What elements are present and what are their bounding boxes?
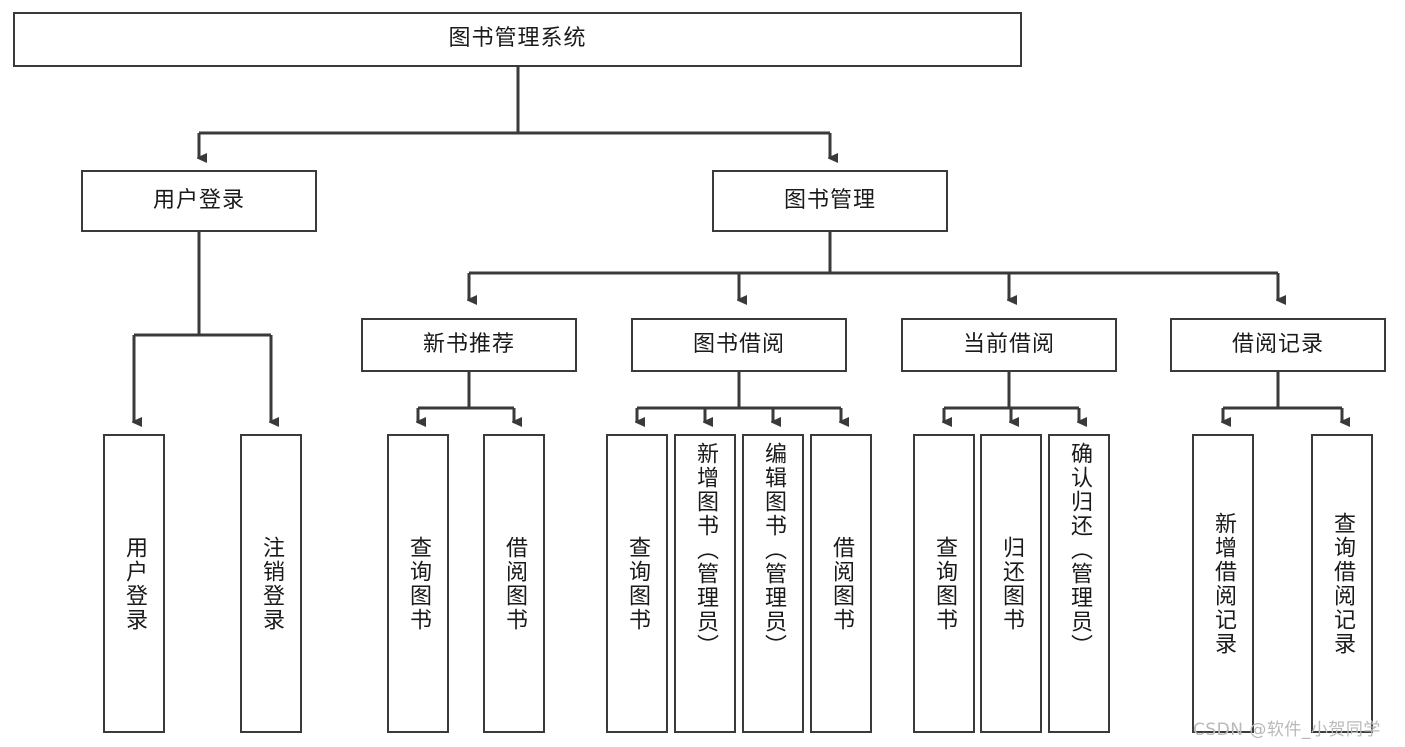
node-current-borrowing-label: 当前借阅 <box>962 331 1055 357</box>
leaf-user-logout-label: 注销登录 <box>259 535 284 632</box>
leaf-query-book-3-label: 查询图书 <box>932 535 957 632</box>
csdn-watermark: CSDN @软件_小贺同学 <box>1193 720 1381 740</box>
node-book-borrowing-label: 图书借阅 <box>692 331 785 357</box>
leaf-borrow-book-1[interactable]: 借阅图书 <box>483 434 545 733</box>
node-user-login[interactable]: 用户登录 <box>81 170 317 232</box>
node-user-login-label: 用户登录 <box>152 187 245 213</box>
leaf-borrow-book-1-label: 借阅图书 <box>502 535 527 632</box>
leaf-query-borrow-record-label: 查询借阅记录 <box>1330 511 1355 656</box>
leaf-edit-book[interactable]: 编辑图书（管理员） <box>742 434 804 733</box>
node-borrow-records[interactable]: 借阅记录 <box>1170 318 1386 372</box>
leaf-add-book-label: 新增图书（管理员） <box>693 442 718 658</box>
leaf-confirm-return[interactable]: 确认归还（管理员） <box>1048 434 1110 733</box>
leaf-confirm-return-label: 确认归还（管理员） <box>1067 442 1092 658</box>
leaf-user-login-label: 用户登录 <box>122 535 147 632</box>
node-book-management[interactable]: 图书管理 <box>712 170 948 232</box>
node-borrow-records-label: 借阅记录 <box>1231 331 1324 357</box>
leaf-borrow-book-2-label: 借阅图书 <box>829 535 854 632</box>
node-current-borrowing[interactable]: 当前借阅 <box>901 318 1117 372</box>
node-root[interactable]: 图书管理系统 <box>13 12 1022 67</box>
leaf-add-book[interactable]: 新增图书（管理员） <box>674 434 736 733</box>
leaf-query-book-1[interactable]: 查询图书 <box>387 434 449 733</box>
leaf-return-book-label: 归还图书 <box>999 535 1024 632</box>
node-root-label: 图书管理系统 <box>448 26 587 52</box>
leaf-add-borrow-record-label: 新增借阅记录 <box>1211 511 1236 656</box>
leaf-edit-book-label: 编辑图书（管理员） <box>761 442 786 658</box>
leaf-query-book-3[interactable]: 查询图书 <box>913 434 975 733</box>
leaf-query-borrow-record[interactable]: 查询借阅记录 <box>1311 434 1373 733</box>
leaf-borrow-book-2[interactable]: 借阅图书 <box>810 434 872 733</box>
node-new-book-recommendation-label: 新书推荐 <box>422 331 515 357</box>
node-new-book-recommendation[interactable]: 新书推荐 <box>361 318 577 372</box>
leaf-query-book-1-label: 查询图书 <box>406 535 431 632</box>
leaf-query-book-2-label: 查询图书 <box>625 535 650 632</box>
leaf-user-login[interactable]: 用户登录 <box>103 434 165 733</box>
leaf-return-book[interactable]: 归还图书 <box>980 434 1042 733</box>
node-book-borrowing[interactable]: 图书借阅 <box>631 318 847 372</box>
leaf-query-book-2[interactable]: 查询图书 <box>606 434 668 733</box>
node-book-management-label: 图书管理 <box>783 187 876 213</box>
leaf-add-borrow-record[interactable]: 新增借阅记录 <box>1192 434 1254 733</box>
leaf-user-logout[interactable]: 注销登录 <box>240 434 302 733</box>
